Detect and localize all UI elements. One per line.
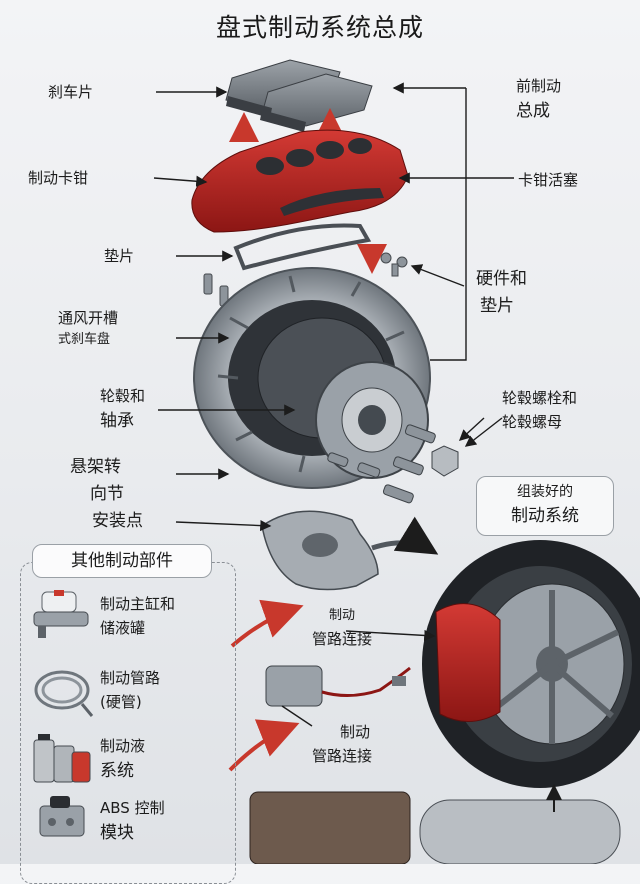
shim-illustration — [233, 223, 372, 271]
label-mount-point: 安装点 — [92, 511, 143, 531]
other-part-master-cylinder: 制动主缸和 储液罐 — [100, 595, 176, 637]
label-brake-line-2: 制动 管路连接 — [312, 723, 373, 765]
label-front-brake-assembly: 前制动 总成 — [516, 77, 562, 121]
label-vented-rotor: 通风开槽 式刹车盘 — [58, 309, 119, 347]
caliper-illustration — [191, 129, 409, 233]
pad-closeup-illustration — [249, 791, 411, 864]
master-cylinder-icon — [33, 590, 89, 638]
exploded-diagram — [153, 59, 640, 864]
label-lug-bolts-nuts: 轮毂螺栓和 轮毂螺母 — [502, 389, 578, 431]
brake-line-coil-icon — [34, 670, 94, 717]
assembled-system-box: 组装好的 制动系统 — [476, 476, 614, 536]
other-parts-header-box: 其他制动部件 — [32, 544, 212, 578]
page-title: 盘式制动系统总成 — [215, 13, 424, 42]
other-part-brake-fluid: 制动液 系统 — [100, 737, 146, 781]
lug-studs — [327, 424, 436, 504]
label-brake-line-1: 制动 管路连接 — [312, 608, 373, 648]
sensor-illustration — [265, 665, 323, 707]
label-brake-pads: 刹车片 — [48, 83, 94, 101]
label-hub-bearing: 轮毂和 轴承 — [100, 387, 146, 431]
label-caliper: 制动卡钳 — [28, 169, 89, 187]
lug-nut — [431, 445, 459, 477]
other-part-brake-line: 制动管路 (硬管) — [100, 669, 161, 711]
label-hardware-shims: 硬件和 垫片 — [476, 269, 527, 317]
abs-module-icon — [39, 796, 85, 837]
hardware-bolts — [203, 252, 408, 307]
brake-pads-illustration — [225, 59, 373, 132]
brake-fluid-bottles-icon — [33, 734, 91, 783]
hub-illustration — [315, 361, 429, 479]
label-knuckle: 悬架转 向节 — [70, 457, 124, 505]
assembled-wheel-illustration — [422, 540, 640, 788]
other-part-abs-module: ABS 控制 模块 — [100, 799, 165, 843]
other-parts-header: 其他制动部件 — [71, 551, 173, 571]
label-shim: 垫片 — [104, 247, 135, 265]
label-caliper-piston: 卡钳活塞 — [518, 171, 579, 189]
